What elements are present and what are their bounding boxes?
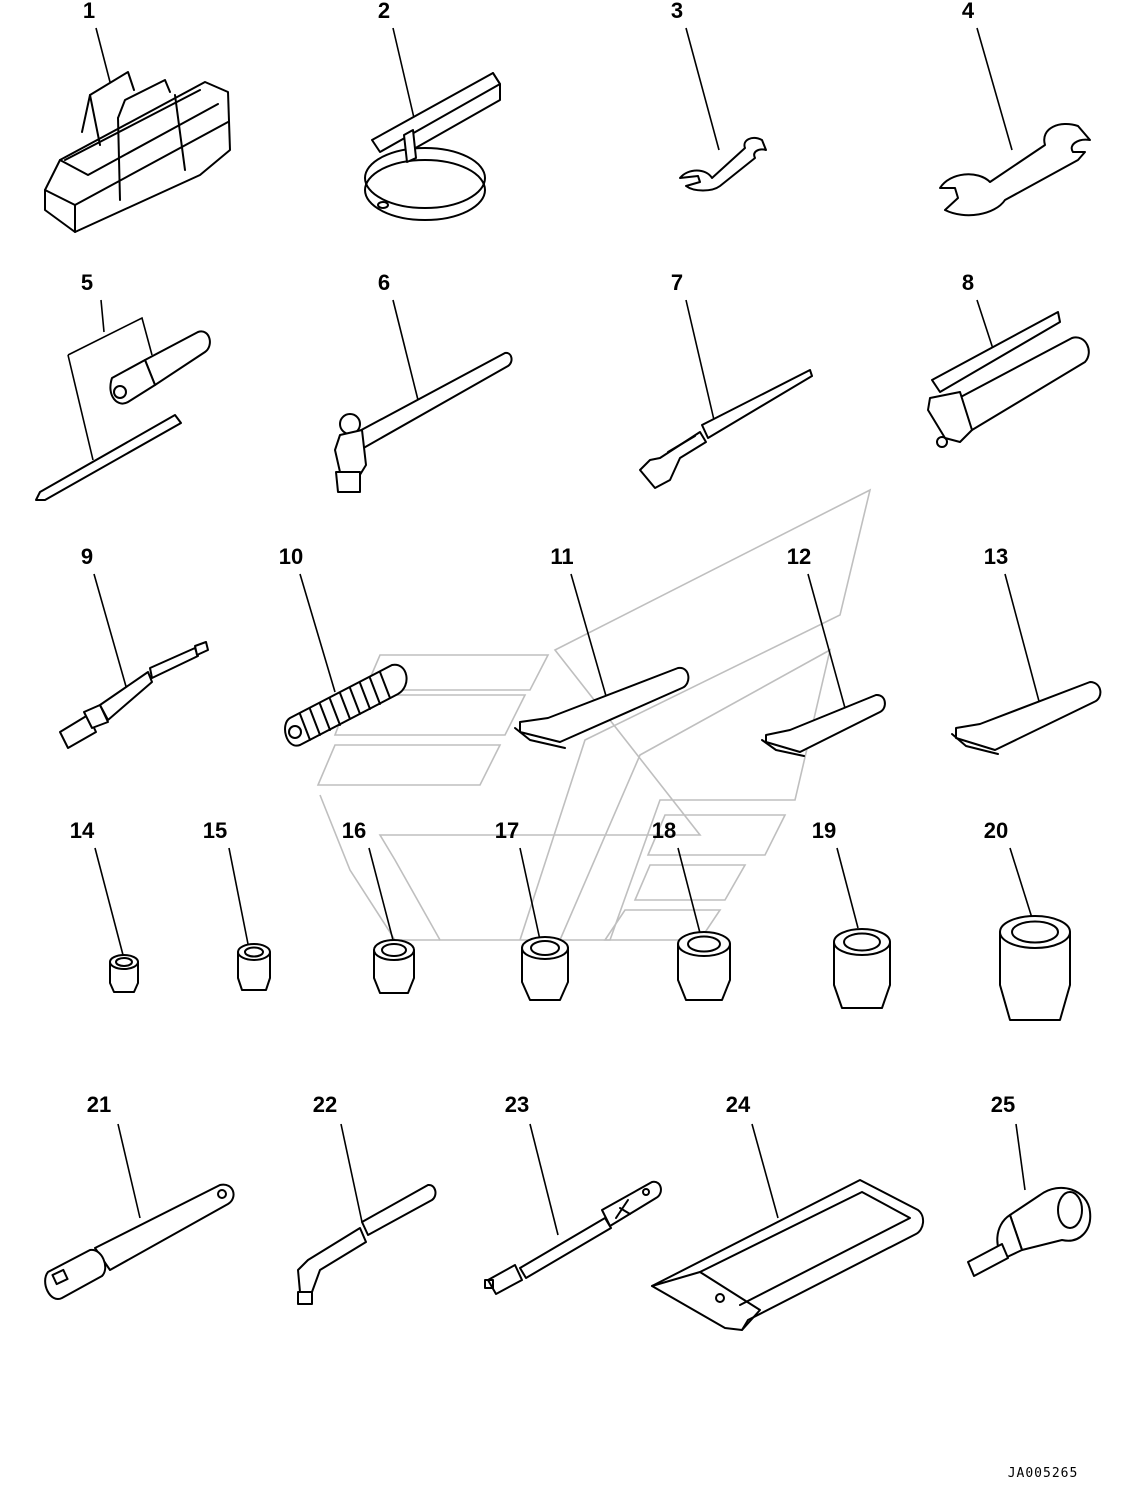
extension-bar-icon bbox=[484, 1180, 662, 1295]
hex-key-medium-icon bbox=[761, 694, 886, 757]
callout-10: 10 bbox=[279, 544, 303, 569]
coil-spring-icon bbox=[284, 663, 408, 747]
drawing-code: JA005265 bbox=[1008, 1466, 1079, 1481]
large-wrench-icon bbox=[939, 123, 1091, 217]
grease-gun-icon bbox=[927, 311, 1090, 448]
callout-7: 7 bbox=[671, 270, 683, 295]
callout-11: 11 bbox=[550, 544, 573, 569]
tool-pouch-icon bbox=[651, 1179, 924, 1331]
l-handle-icon bbox=[297, 1183, 437, 1305]
socket-19-icon bbox=[833, 928, 891, 1009]
callout-8: 8 bbox=[962, 270, 974, 295]
callout-24: 24 bbox=[726, 1092, 751, 1117]
callout-19: 19 bbox=[812, 818, 836, 843]
callout-1: 1 bbox=[83, 0, 95, 23]
pry-bar-icon bbox=[639, 369, 813, 489]
callout-5: 5 bbox=[81, 270, 93, 295]
callout-17: 17 bbox=[495, 818, 519, 843]
hammer-icon bbox=[334, 351, 513, 493]
callout-6: 6 bbox=[378, 270, 390, 295]
grease-nozzle-icon bbox=[59, 641, 209, 749]
screwdriver-set-icon bbox=[35, 316, 211, 501]
socket-17-icon bbox=[521, 936, 569, 1001]
callout-4: 4 bbox=[962, 0, 975, 23]
callout-14: 14 bbox=[70, 818, 95, 843]
socket-14-icon bbox=[109, 954, 139, 993]
callout-3: 3 bbox=[671, 0, 683, 23]
callout-12: 12 bbox=[787, 544, 811, 569]
callout-labels: 1 2 3 4 5 6 7 8 9 10 11 12 13 14 15 16 1… bbox=[70, 0, 1015, 1117]
callout-21: 21 bbox=[87, 1092, 111, 1117]
tool-bag-icon bbox=[44, 71, 231, 233]
leader-lines bbox=[93, 27, 1041, 1236]
callout-23: 23 bbox=[505, 1092, 529, 1117]
socket-adapter-icon bbox=[967, 1186, 1092, 1277]
callout-9: 9 bbox=[81, 544, 93, 569]
socket-15-icon bbox=[237, 943, 271, 991]
socket-18-icon bbox=[677, 931, 731, 1001]
filter-wrench-icon bbox=[364, 72, 501, 221]
callout-15: 15 bbox=[203, 818, 227, 843]
callout-18: 18 bbox=[652, 818, 676, 843]
callout-20: 20 bbox=[984, 818, 1008, 843]
box-wrench-icon bbox=[44, 1183, 235, 1300]
callout-13: 13 bbox=[984, 544, 1008, 569]
hex-key-small-icon bbox=[951, 681, 1102, 755]
callout-2: 2 bbox=[378, 0, 390, 23]
socket-20-icon bbox=[999, 915, 1071, 1021]
callout-25: 25 bbox=[991, 1092, 1015, 1117]
hex-key-large-icon bbox=[514, 666, 690, 749]
socket-16-icon bbox=[373, 939, 415, 994]
small-wrench-icon bbox=[679, 137, 767, 192]
callout-22: 22 bbox=[313, 1092, 337, 1117]
callout-16: 16 bbox=[342, 818, 366, 843]
